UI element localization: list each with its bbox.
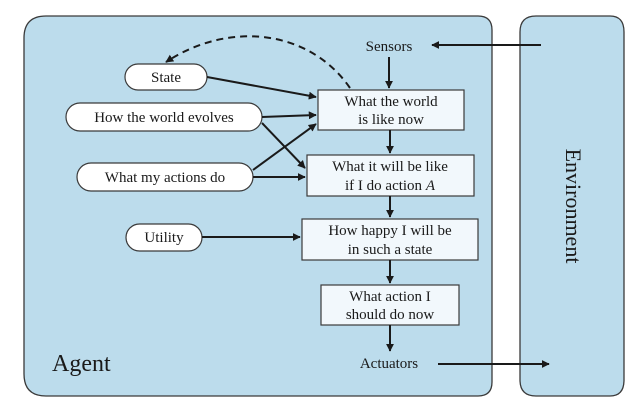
world-evolves-node-label: How the world evolves [94,110,234,126]
happy-box: How happy I will be in such a state [301,218,479,261]
happy-line1: How happy I will be [328,223,452,239]
will-be-line2: if I do action A [345,178,436,194]
world-now-line2: is like now [358,112,424,128]
arrow-evolves-to-will-be [261,122,306,169]
arrow-state-to-world-now [206,76,317,100]
utility-node: Utility [125,223,203,252]
happy-line2: in such a state [348,242,433,258]
actuators-label: Actuators [360,356,418,372]
state-node-label: State [151,70,181,86]
will-be-box: What it will be like if I do action A [306,154,475,197]
world-evolves-node: How the world evolves [65,102,263,132]
arrow-evolves-to-world-now [261,111,317,120]
sensors-label: Sensors [366,39,413,55]
agent-panel [23,15,493,397]
action-line2: should do now [346,307,435,323]
arrow-actions-to-world-now [252,123,317,171]
environment-label: Environment [561,149,586,264]
will-be-line1: What it will be like [332,159,448,175]
action-box: What action I should do now [320,284,460,326]
arrows [165,35,550,368]
arrow-world-now-to-state-dashed [165,35,351,89]
utility-node-label: Utility [144,230,184,246]
will-be-line2-text: if I do action [345,178,426,194]
agent-label: Agent [52,351,111,377]
action-line1: What action I [349,289,431,305]
will-be-action-var: A [425,178,436,194]
world-now-box: What the world is like now [317,89,465,131]
environment-panel [519,15,625,397]
actions-do-node: What my actions do [76,162,254,192]
world-now-line1: What the world [344,94,438,110]
state-node: State [124,63,208,91]
actions-do-node-label: What my actions do [105,170,225,186]
